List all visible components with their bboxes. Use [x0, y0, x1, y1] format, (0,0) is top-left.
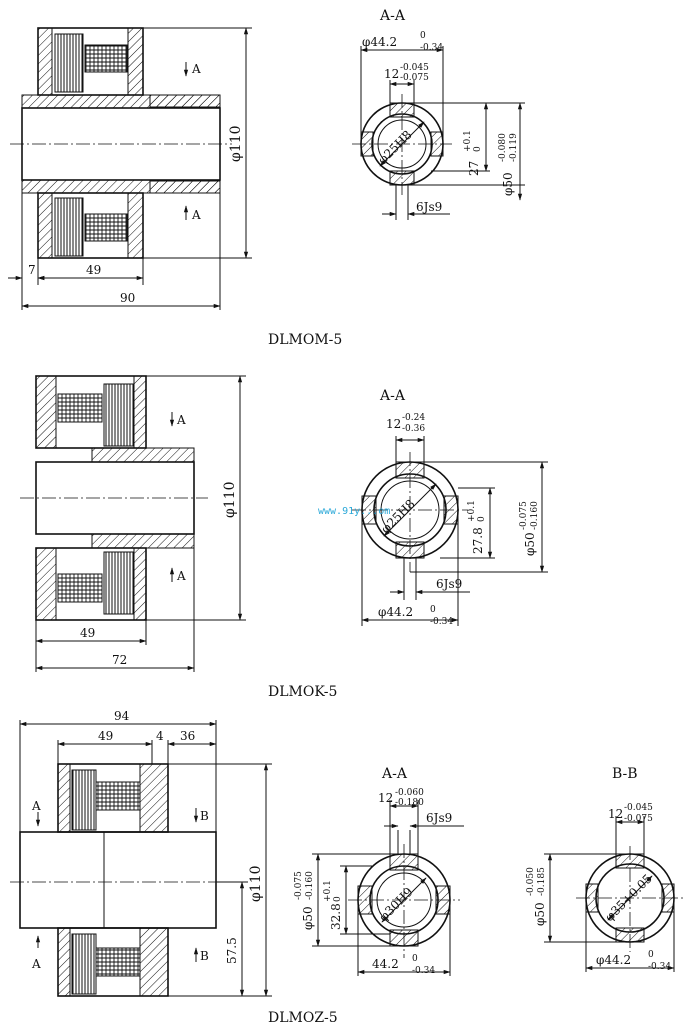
dim-half-3: 57.5 [225, 937, 239, 964]
outer-dia-2-up: 0 [430, 605, 436, 615]
key-width-2-low: -0.36 [402, 424, 425, 434]
dim-total-2: 72 [112, 653, 127, 667]
drawing-dlmok-5: A A φ110 49 72 A-A φ25H8 [20, 375, 548, 700]
keyway-2: 6Js9 [436, 577, 462, 591]
outer-dia-3b-up: 0 [648, 950, 654, 960]
section-mark-a-top-2: A [176, 413, 186, 427]
outer-dia-3a-up: 0 [412, 954, 418, 964]
spline-dia-1-low: -0.119 [509, 133, 519, 162]
drawing-dlmoz-5: A A B B 94 49 4 36 φ110 57.5 A-A [10, 709, 684, 1026]
section-mark-a-bottom: A [191, 208, 201, 222]
side-view-3 [10, 763, 234, 997]
section-title-1: A-A [379, 8, 406, 24]
section-mark-a-top: A [191, 62, 201, 76]
section-mark-a-bottom-3: A [31, 957, 41, 971]
outer-dia-2: φ44.2 [378, 605, 413, 619]
depth-2-up: +0.1 [467, 500, 477, 522]
spline-dia-2-up: -0.075 [519, 501, 529, 530]
spline-dia-2-low: -0.160 [530, 501, 540, 530]
outer-dia-2-low: -0.34 [430, 617, 453, 627]
dim-height-2: φ110 [222, 481, 238, 518]
keyway-1: 6Js9 [416, 200, 442, 214]
key-width-2: 12 [386, 417, 401, 431]
section-mark-a-top-3: A [31, 799, 41, 813]
key-width-3b-low: -0.075 [624, 814, 653, 824]
depth-2-low: 0 [477, 516, 487, 522]
dim-gap-3: 4 [156, 729, 164, 743]
key-width-3a: 12 [378, 791, 393, 805]
section-title-2: A-A [379, 388, 406, 404]
spline-dia-3b: φ50 [533, 902, 547, 926]
bore-1: φ25H8 [375, 128, 414, 167]
dim-mid-1: 49 [86, 263, 101, 277]
depth-3a-low: 0 [333, 896, 343, 902]
key-width-1-up: -0.045 [400, 63, 429, 73]
spline-dia-1: φ50 [501, 172, 515, 196]
spline-dia-3a-low: -0.160 [305, 871, 315, 900]
section-title-3b: B-B [612, 766, 638, 782]
outer-dia-3b: φ44.2 [596, 953, 631, 967]
caption-dlmoz-5: DLMOZ-5 [268, 1010, 338, 1026]
spline-dia-3b-low: -0.185 [537, 867, 547, 896]
outer-dia-3b-low: -0.34 [648, 962, 671, 972]
depth-1: 27 [467, 161, 481, 176]
key-width-2-up: -0.24 [402, 413, 425, 423]
section-view-1: φ25H8 [352, 94, 452, 195]
key-width-1-low: -0.075 [400, 73, 429, 83]
key-width-3b: 12 [608, 807, 623, 821]
section-view-3b: φ35+0.05 [576, 846, 684, 952]
spline-dia-1-up: -0.080 [498, 133, 508, 162]
key-width-3a-up: -0.060 [395, 788, 424, 798]
dim-total-1: 90 [120, 291, 135, 305]
side-view-2 [20, 375, 208, 621]
depth-3a-up: +0.1 [323, 880, 333, 902]
outer-dia-1: φ44.2 [362, 35, 397, 49]
bore-3a: φ30H9 [376, 885, 415, 924]
spline-dia-3b-up: -0.050 [526, 867, 536, 896]
watermark: www.91y...om [318, 506, 390, 517]
dim-height-1: φ110 [228, 125, 244, 162]
spline-dia-3a: φ50 [301, 906, 315, 930]
spline-dia-3a-up: -0.075 [294, 871, 304, 900]
caption-dlmom-5: DLMOM-5 [268, 332, 342, 348]
dim-total-3: 94 [114, 709, 130, 723]
outer-dia-3a: 44.2 [372, 957, 399, 971]
dim-mid-3: 49 [98, 729, 113, 743]
outer-dia-1-low: -0.34 [420, 43, 443, 53]
section-view-3a: φ30H9 [348, 844, 460, 958]
section-mark-b-top-3: B [200, 809, 209, 823]
key-width-3b-up: -0.045 [624, 803, 653, 813]
outer-dia-3a-low: -0.34 [412, 966, 435, 976]
spline-dia-2: φ50 [523, 532, 537, 556]
key-width-3a-low: -0.180 [395, 798, 424, 808]
section-title-3a: A-A [381, 766, 408, 782]
section-mark-a-bottom-2: A [176, 569, 186, 583]
dim-height-3: φ110 [248, 865, 264, 902]
dim-right-3: 36 [180, 729, 195, 743]
drawing-dlmom-5: A A φ110 7 49 90 A-A [8, 8, 525, 348]
svg-text:φ44.2: φ44.2 [362, 35, 397, 49]
depth-3a: 32.8 [329, 903, 343, 930]
side-view-1 [10, 27, 232, 259]
key-width-1: 12 [384, 67, 399, 81]
dim-mid-2: 49 [80, 626, 95, 640]
keyway-3a: 6Js9 [426, 811, 452, 825]
depth-1-up: +0.1 [463, 130, 473, 152]
outer-dia-1-up: 0 [420, 31, 426, 41]
caption-dlmok-5: DLMOK-5 [268, 684, 337, 700]
dim-left-1: 7 [28, 263, 36, 277]
depth-1-low: 0 [473, 146, 483, 152]
depth-2: 27.8 [471, 527, 485, 554]
section-mark-b-bottom-3: B [200, 949, 209, 963]
